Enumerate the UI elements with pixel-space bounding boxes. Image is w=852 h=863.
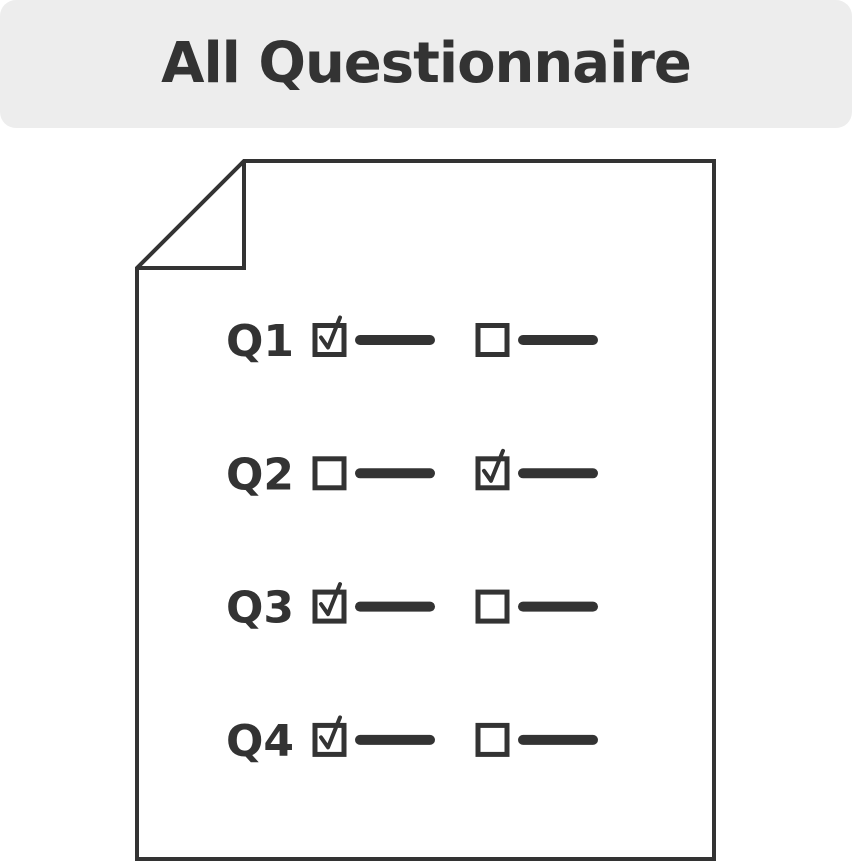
checkbox-checked-icon[interactable] (312, 315, 347, 357)
question-row: Q1 (226, 315, 598, 367)
checkmark-icon (482, 448, 505, 483)
question-label: Q4 (226, 716, 294, 767)
folded-corner-icon (137, 161, 246, 270)
page-outline (135, 159, 716, 861)
checkmark-icon (319, 582, 342, 617)
checkmark-icon (319, 715, 342, 750)
question-label: Q2 (226, 449, 294, 500)
header-banner: All Questionnaire (0, 0, 852, 128)
checkbox-checked-icon[interactable] (475, 448, 510, 491)
question-label: Q1 (226, 316, 294, 367)
checkbox-empty-icon[interactable] (475, 589, 510, 624)
question-label: Q3 (226, 583, 294, 634)
checkmark-icon (319, 315, 342, 350)
page-title: All Questionnaire (161, 31, 692, 96)
checkbox-empty-icon[interactable] (475, 323, 510, 357)
checkbox-empty-icon[interactable] (475, 722, 510, 757)
question-row: Q3 (226, 582, 598, 634)
checkbox-checked-icon[interactable] (312, 582, 347, 624)
checkbox-checked-icon[interactable] (312, 715, 347, 757)
checkbox-empty-icon[interactable] (312, 456, 347, 491)
question-row: Q2 (226, 448, 598, 500)
question-row: Q4 (226, 715, 598, 767)
